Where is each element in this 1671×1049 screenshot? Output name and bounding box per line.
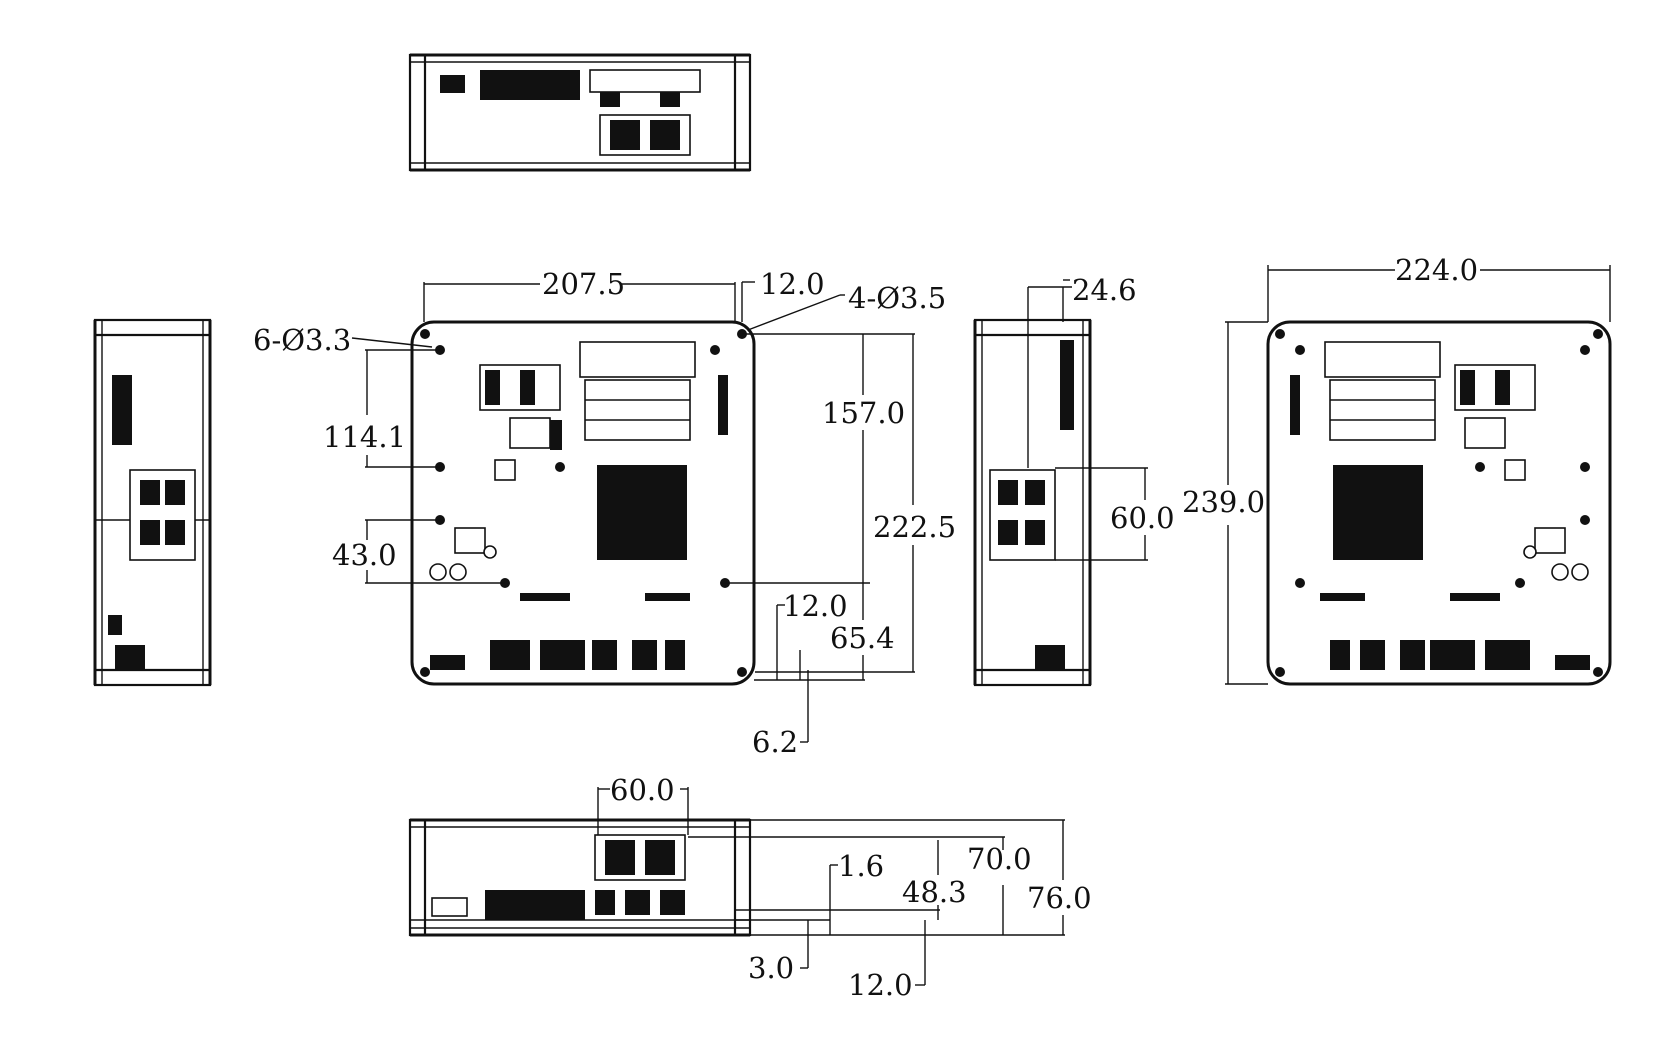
dim-6-2: 6.2 bbox=[752, 725, 798, 759]
dim-114-1: 114.1 bbox=[323, 420, 406, 454]
dim-60-side: 60.0 bbox=[1110, 501, 1175, 535]
top-view bbox=[408, 53, 752, 172]
left-side-view bbox=[93, 318, 212, 687]
dim-239-0: 239.0 bbox=[1182, 485, 1265, 519]
dimension-lines bbox=[351, 265, 1611, 986]
dim-12-small: 12.0 bbox=[783, 589, 848, 623]
dim-43-0: 43.0 bbox=[332, 538, 397, 572]
dim-70-0: 70.0 bbox=[967, 842, 1032, 876]
dim-4-holes: 4-Ø3.5 bbox=[848, 281, 946, 315]
dim-12-bottom: 12.0 bbox=[848, 968, 913, 1002]
dim-6-holes: 6-Ø3.3 bbox=[253, 323, 351, 357]
dim-222-5: 222.5 bbox=[873, 510, 956, 544]
dim-1-6: 1.6 bbox=[838, 849, 884, 883]
pcb-view bbox=[410, 320, 756, 686]
dim-24-6: 24.6 bbox=[1072, 273, 1137, 307]
dim-157-0: 157.0 bbox=[822, 396, 905, 430]
rear-view bbox=[1266, 320, 1612, 686]
dim-207-5: 207.5 bbox=[542, 267, 625, 301]
dim-3-0: 3.0 bbox=[748, 951, 794, 985]
dim-48-3: 48.3 bbox=[902, 875, 967, 909]
front-view bbox=[408, 818, 752, 937]
dim-224-0: 224.0 bbox=[1395, 253, 1478, 287]
right-side-view bbox=[973, 318, 1092, 687]
dim-65-4: 65.4 bbox=[830, 621, 895, 655]
dim-60-front: 60.0 bbox=[610, 773, 675, 807]
dim-12-top: 12.0 bbox=[760, 267, 825, 301]
dim-76-0: 76.0 bbox=[1027, 881, 1092, 915]
